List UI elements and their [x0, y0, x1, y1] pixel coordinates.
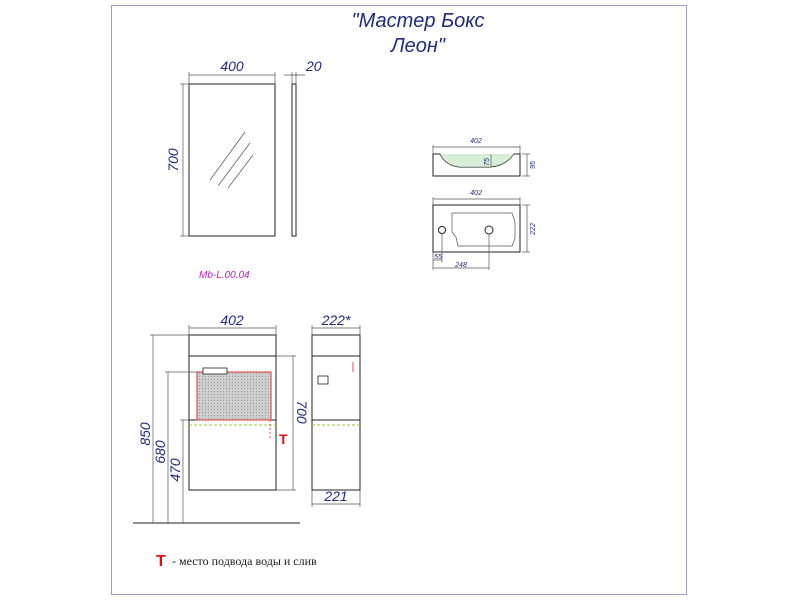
- cabinet-width-label: 402: [220, 312, 244, 328]
- basin-top-width-label: 402: [470, 138, 482, 145]
- cabinet-height-680-label: 680: [152, 440, 168, 464]
- mirror-code: Mb-L.00.04: [199, 270, 250, 281]
- basin-outer-height-label: 95: [530, 161, 537, 169]
- mirror-side-view: [284, 72, 305, 237]
- cabinet-side-depth-top-label: 222*: [321, 312, 351, 328]
- legend-marker: T: [156, 553, 166, 570]
- mirror-front-view: [180, 72, 276, 237]
- basin-hole-offset-label: 55: [434, 254, 442, 261]
- cabinet-height-850-label: 850: [137, 422, 153, 446]
- title-line-1: "Мастер Бокс: [352, 10, 485, 32]
- basin-plan-width-label: 402: [470, 190, 482, 197]
- mirror-depth-label: 20: [305, 58, 322, 74]
- mirror-width-label: 400: [220, 58, 244, 74]
- cabinet-height-700-label: 700: [294, 400, 310, 424]
- basin-plan-view: [432, 197, 530, 270]
- cabinet-front-view: [133, 325, 300, 524]
- cabinet-side-depth-bottom-label: 221: [323, 488, 347, 504]
- basin-inner-height-label: 75: [484, 158, 491, 166]
- mirror-height-label: 700: [165, 148, 181, 172]
- water-supply-marker: T: [279, 431, 288, 447]
- legend-text: - место подвода воды и слив: [172, 554, 317, 568]
- cabinet-side-view: [311, 325, 361, 507]
- basin-plan-depth-label: 222: [530, 223, 537, 236]
- basin-drain-offset-label: 248: [454, 262, 467, 269]
- basin-section-view: [432, 145, 530, 177]
- title-line-2: Леон": [389, 35, 446, 57]
- cabinet-height-470-label: 470: [167, 458, 183, 482]
- drawing-frame: [111, 5, 687, 595]
